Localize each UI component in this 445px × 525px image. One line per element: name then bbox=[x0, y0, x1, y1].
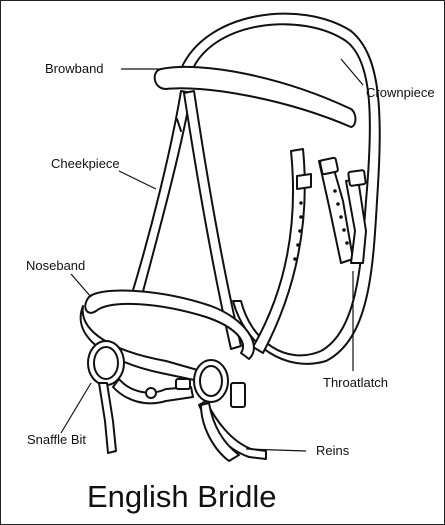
inner-cheek-strap bbox=[253, 149, 311, 353]
label-throatlatch: Throatlatch bbox=[323, 375, 388, 390]
label-reins: Reins bbox=[316, 443, 350, 458]
cheekpiece-left bbox=[131, 91, 191, 299]
diagram-title: English Bridle bbox=[87, 479, 277, 514]
label-browband: Browband bbox=[45, 61, 104, 76]
label-crownpiece: Crownpiece bbox=[366, 85, 435, 100]
throatlatch-strap bbox=[319, 157, 366, 263]
label-cheekpiece: Cheekpiece bbox=[51, 156, 120, 171]
label-noseband: Noseband bbox=[26, 258, 85, 273]
label-snaffle-bit: Snaffle Bit bbox=[27, 432, 86, 447]
